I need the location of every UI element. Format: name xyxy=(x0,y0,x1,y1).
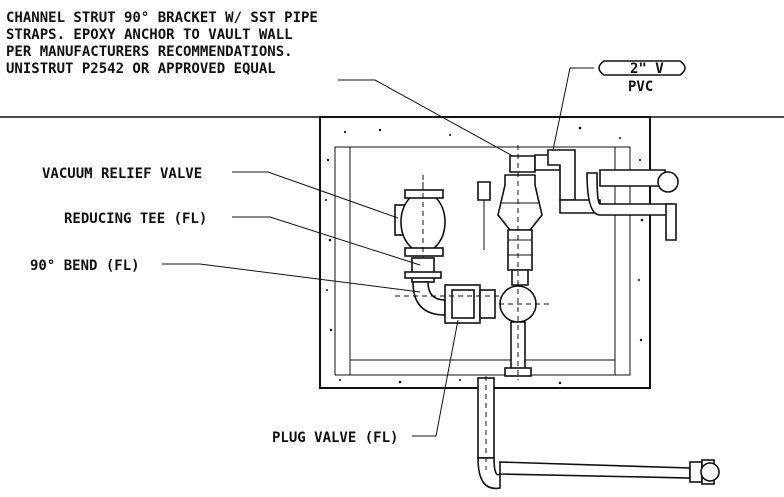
label-bend: 90° BEND (FL) xyxy=(30,258,421,293)
note-leader xyxy=(338,79,539,171)
label-reducing-tee: REDUCING TEE (FL) xyxy=(64,211,421,266)
note-line-4: UNISTRUT P2542 OR APPROVED EQUAL xyxy=(6,61,276,77)
vacuum-relief-valve xyxy=(394,175,446,300)
pipe-tag-size: 2" V xyxy=(630,61,664,77)
leader-bend xyxy=(162,263,421,293)
label-reducing-tee-fl: REDUCING TEE (FL) xyxy=(64,211,207,227)
pipe-tag: 2" V PVC xyxy=(551,60,686,156)
leader-reducing-tee xyxy=(232,216,421,266)
label-plug-valve: PLUG VALVE (FL) xyxy=(272,319,459,446)
air-release-assembly xyxy=(477,145,679,380)
note-line-3: PER MANUFACTURERS RECOMMENDATIONS. xyxy=(6,44,293,60)
label-90-bend-fl: 90° BEND (FL) xyxy=(30,258,140,274)
leader-vacuum-relief xyxy=(232,171,399,219)
drain-piping xyxy=(477,376,720,490)
strut-bracket-note: CHANNEL STRUT 90° BRACKET W/ SST PIPE ST… xyxy=(6,10,539,171)
leader-plug-valve xyxy=(412,319,459,437)
note-line-2: STRAPS. EPOXY ANCHOR TO VAULT WALL xyxy=(6,27,293,43)
pipe-tag-leader xyxy=(551,67,594,156)
reducing-tee-and-bend xyxy=(395,257,500,324)
vault-structure xyxy=(319,116,651,389)
label-vacuum-relief-valve: VACUUM RELIEF VALVE xyxy=(42,166,202,182)
note-line-1: CHANNEL STRUT 90° BRACKET W/ SST PIPE xyxy=(6,10,318,26)
label-plug-valve-fl: PLUG VALVE (FL) xyxy=(272,430,398,446)
label-vacuum-relief: VACUUM RELIEF VALVE xyxy=(42,166,399,219)
pipe-tag-material: PVC xyxy=(628,79,653,95)
